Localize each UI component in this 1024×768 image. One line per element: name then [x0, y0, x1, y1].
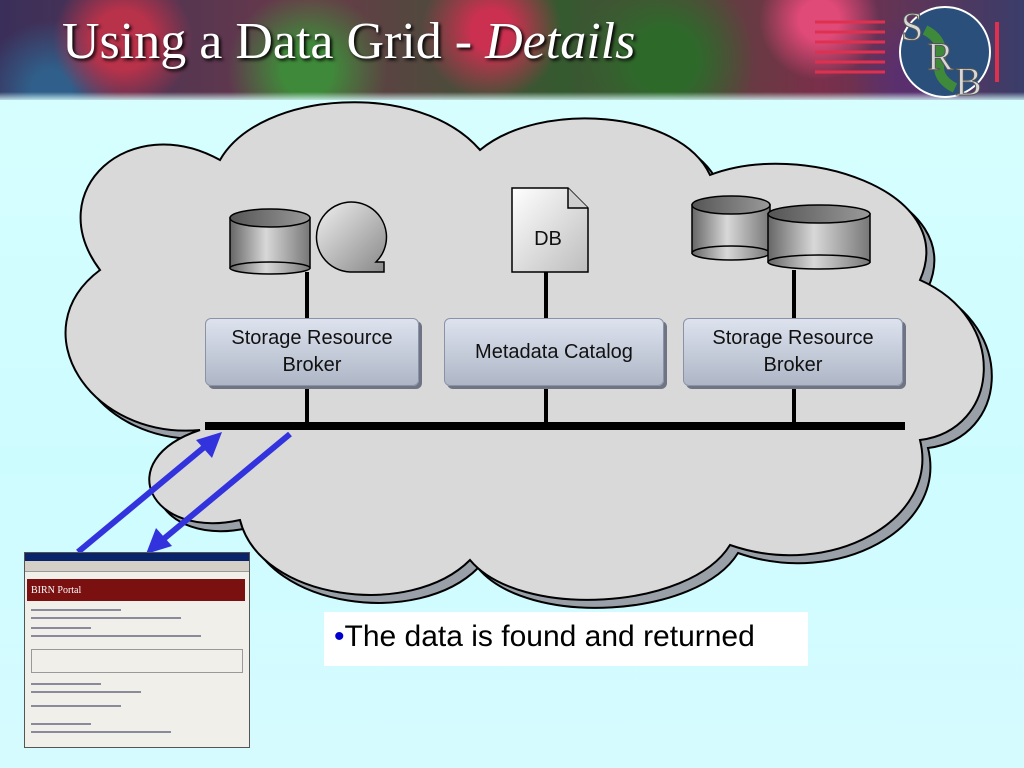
request-response-arrows: [76, 431, 292, 555]
connectors: [305, 270, 796, 426]
storage-resource-broker-left: Storage Resource Broker: [205, 318, 419, 386]
box-label-left: Storage Resource Broker: [231, 327, 393, 376]
bullet-point: •The data is found and returned: [324, 612, 808, 666]
tape-storage-icon: [315, 201, 388, 273]
disk-array-icon: [691, 195, 871, 270]
box-label-center: Metadata Catalog: [475, 340, 633, 363]
portal-brand: BIRN Portal: [31, 585, 82, 596]
title-italic: Details: [485, 13, 636, 70]
header-banner: Using a Data Grid - Details S R B: [0, 0, 1024, 100]
bullet-text: The data is found and returned: [344, 620, 755, 653]
box-label-right: Storage Resource Broker: [712, 327, 874, 376]
db-document-icon: [511, 187, 589, 273]
metadata-catalog: Metadata Catalog: [444, 318, 664, 386]
logo-letter-b: B: [955, 59, 982, 100]
title-main: Using a Data Grid -: [62, 13, 486, 70]
db-label: DB: [534, 228, 562, 250]
logo-letter-s: S: [901, 4, 923, 49]
srb-logo: S R B: [815, 4, 999, 100]
storage-resource-broker-right: Storage Resource Broker: [683, 318, 903, 386]
portal-screenshot-thumbnail: BIRN Portal: [24, 552, 250, 748]
slide-title: Using a Data Grid - Details: [62, 12, 635, 71]
logo-letter-r: R: [927, 34, 954, 79]
disk-storage-icon: [229, 208, 311, 275]
bullet-marker: •: [334, 620, 345, 653]
